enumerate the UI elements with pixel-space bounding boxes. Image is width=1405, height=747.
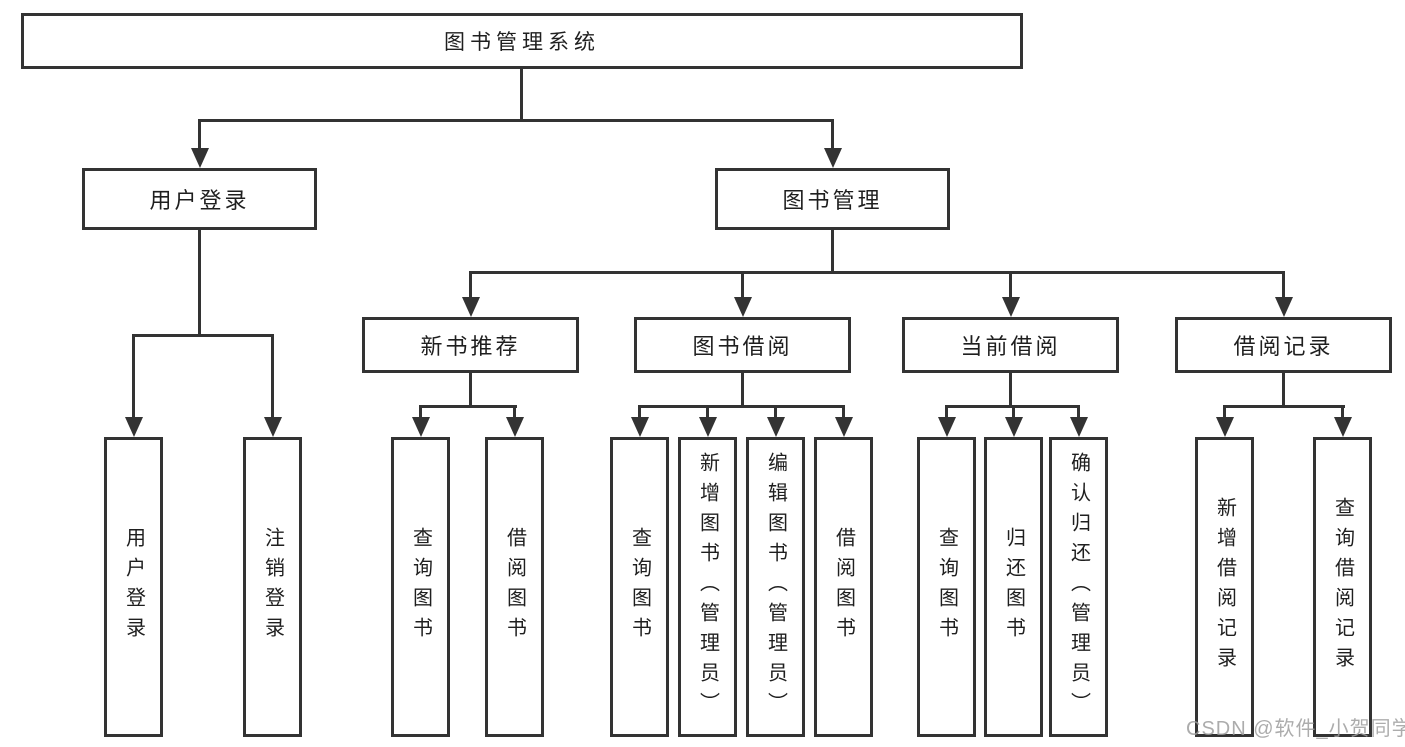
connector-line: [831, 230, 834, 272]
connector-line: [198, 119, 834, 122]
arrowhead-down-icon: [1216, 417, 1234, 437]
connector-line: [1012, 405, 1015, 420]
leaf-current-query-books: 查询图书: [917, 437, 976, 737]
connector-line: [1009, 373, 1012, 407]
leaf-record-add-borrow-record-label: 新增借阅记录: [1213, 497, 1236, 677]
connector-line: [469, 271, 1285, 274]
node-book-management: 图书管理: [715, 168, 950, 230]
connector-line: [419, 405, 517, 408]
arrowhead-down-icon: [824, 148, 842, 168]
leaf-borrow-borrow-books: 借阅图书: [814, 437, 873, 737]
leaf-user-login: 用户登录: [104, 437, 163, 737]
leaf-logout-label: 注销登录: [261, 527, 284, 647]
arrowhead-down-icon: [506, 417, 524, 437]
arrowhead-down-icon: [264, 417, 282, 437]
leaf-record-add-borrow-record: 新增借阅记录: [1195, 437, 1254, 737]
node-book-borrow: 图书借阅: [634, 317, 851, 373]
connector-line: [198, 230, 201, 337]
arrowhead-down-icon: [734, 297, 752, 317]
leaf-borrow-borrow-books-label: 借阅图书: [832, 527, 855, 647]
arrowhead-down-icon: [191, 148, 209, 168]
arrowhead-down-icon: [1334, 417, 1352, 437]
node-user-login-label: 用户登录: [149, 188, 250, 213]
connector-line: [1223, 405, 1345, 408]
leaf-borrow-edit-books-admin-label: 编辑图书（管理员）: [764, 452, 787, 722]
connector-line: [706, 405, 709, 420]
arrowhead-down-icon: [699, 417, 717, 437]
arrowhead-down-icon: [938, 417, 956, 437]
arrowhead-down-icon: [125, 417, 143, 437]
connector-line: [741, 271, 744, 299]
node-book-borrow-label: 图书借阅: [692, 334, 793, 359]
arrowhead-down-icon: [1070, 417, 1088, 437]
leaf-newbook-borrow-books: 借阅图书: [485, 437, 544, 737]
connector-line: [1282, 271, 1285, 299]
leaf-user-login-label: 用户登录: [122, 527, 145, 647]
arrowhead-down-icon: [767, 417, 785, 437]
arrowhead-down-icon: [631, 417, 649, 437]
connector-line: [1077, 405, 1080, 420]
leaf-record-query-borrow-record: 查询借阅记录: [1313, 437, 1372, 737]
connector-line: [520, 69, 523, 121]
connector-line: [198, 119, 201, 151]
node-borrow-record-label: 借阅记录: [1233, 334, 1334, 359]
node-borrow-record: 借阅记录: [1175, 317, 1392, 373]
connector-line: [419, 405, 422, 420]
leaf-newbook-query-books-label: 查询图书: [409, 527, 432, 647]
connector-line: [945, 405, 948, 420]
node-current-borrow-label: 当前借阅: [960, 334, 1061, 359]
connector-line: [774, 405, 777, 420]
leaf-current-query-books-label: 查询图书: [935, 527, 958, 647]
node-user-login: 用户登录: [82, 168, 317, 230]
leaf-borrow-query-books-label: 查询图书: [628, 527, 651, 647]
node-book-management-label: 图书管理: [782, 188, 883, 213]
arrowhead-down-icon: [1002, 297, 1020, 317]
connector-line: [1223, 405, 1226, 420]
connector-line: [842, 405, 845, 420]
node-library-system-label: 图书管理系统: [444, 31, 600, 54]
connector-line: [1341, 405, 1344, 420]
connector-line: [469, 271, 472, 299]
leaf-logout: 注销登录: [243, 437, 302, 737]
leaf-current-confirm-return-admin-label: 确认归还（管理员）: [1067, 452, 1090, 722]
node-current-borrow: 当前借阅: [902, 317, 1119, 373]
leaf-current-return-books: 归还图书: [984, 437, 1043, 737]
csdn-watermark: CSDN @软件_小贺同学: [1186, 718, 1405, 740]
node-library-system: 图书管理系统: [21, 13, 1023, 69]
leaf-current-return-books-label: 归还图书: [1002, 527, 1025, 647]
connector-line: [469, 373, 472, 407]
leaf-current-confirm-return-admin: 确认归还（管理员）: [1049, 437, 1108, 737]
leaf-record-query-borrow-record-label: 查询借阅记录: [1331, 497, 1354, 677]
node-new-book-recommend: 新书推荐: [362, 317, 579, 373]
connector-line: [831, 119, 834, 151]
node-new-book-recommend-label: 新书推荐: [420, 334, 521, 359]
connector-line: [638, 405, 845, 408]
connector-line: [513, 405, 516, 420]
connector-line: [1009, 271, 1012, 299]
arrowhead-down-icon: [412, 417, 430, 437]
leaf-borrow-edit-books-admin: 编辑图书（管理员）: [746, 437, 805, 737]
arrowhead-down-icon: [1275, 297, 1293, 317]
connector-line: [271, 334, 274, 420]
connector-line: [638, 405, 641, 420]
leaf-borrow-query-books: 查询图书: [610, 437, 669, 737]
arrowhead-down-icon: [1005, 417, 1023, 437]
connector-line: [132, 334, 135, 420]
connector-line: [741, 373, 744, 407]
connector-line: [132, 334, 274, 337]
arrowhead-down-icon: [462, 297, 480, 317]
leaf-newbook-borrow-books-label: 借阅图书: [503, 527, 526, 647]
arrowhead-down-icon: [835, 417, 853, 437]
leaf-borrow-add-books-admin-label: 新增图书（管理员）: [696, 452, 719, 722]
leaf-newbook-query-books: 查询图书: [391, 437, 450, 737]
leaf-borrow-add-books-admin: 新增图书（管理员）: [678, 437, 737, 737]
connector-line: [1282, 373, 1285, 407]
